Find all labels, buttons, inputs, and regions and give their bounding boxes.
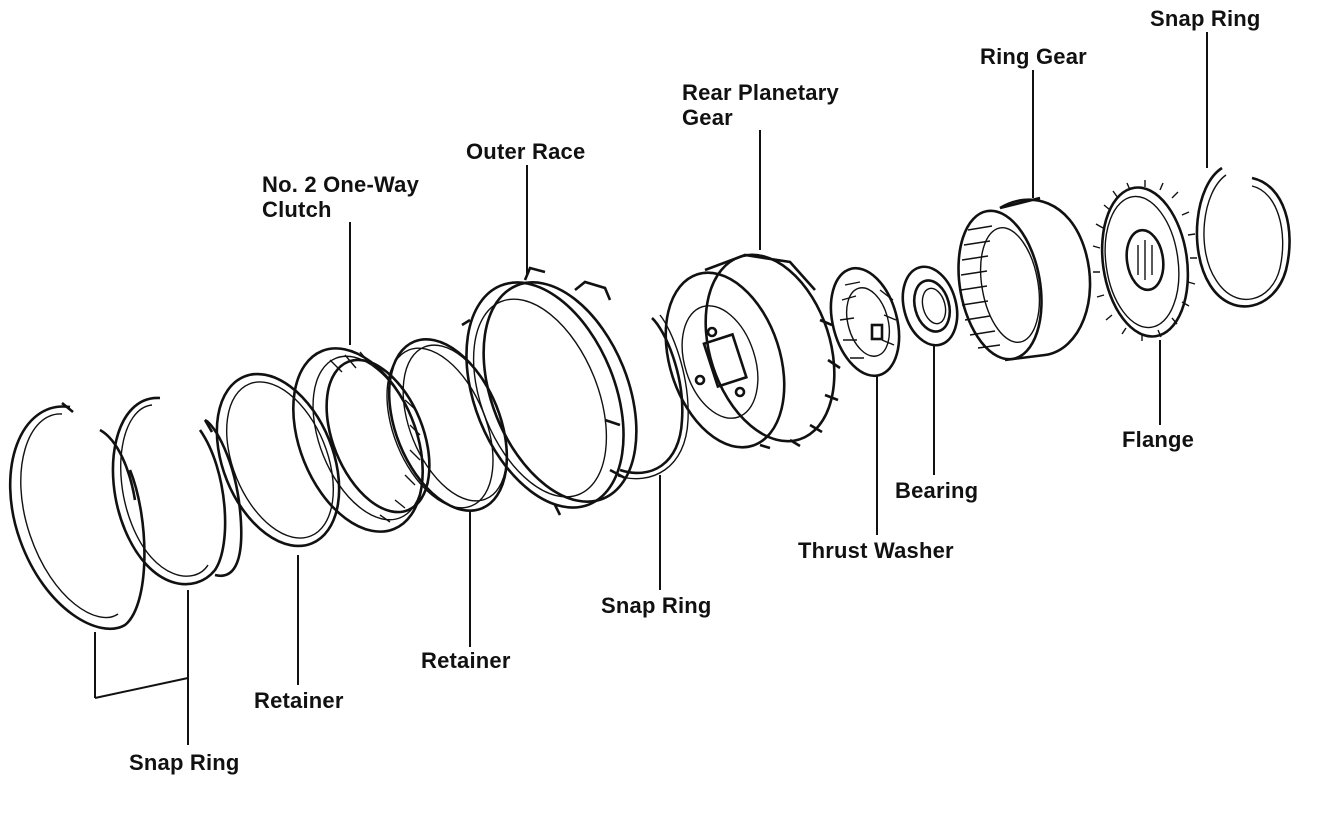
label-outer-race: Outer Race (466, 139, 586, 164)
snap-ring-middle-part (617, 314, 689, 480)
label-bearing: Bearing (895, 478, 979, 503)
label-rear-planetary-gear: Rear Planetary Gear (682, 80, 839, 130)
snap-ring-top-right-part (1195, 166, 1291, 308)
rear-planetary-gear-part (664, 253, 841, 450)
outer-race-part (461, 266, 638, 516)
flange-part (1092, 180, 1197, 341)
label-thrust-washer: Thrust Washer (798, 538, 954, 563)
label-snap-ring-top-right: Snap Ring (1150, 6, 1261, 31)
label-no2-one-way-clutch: No. 2 One-Way Clutch (262, 172, 420, 222)
leader-lines (94, 32, 1208, 745)
retainer-left-part (215, 372, 341, 548)
retainer-middle-part (386, 338, 509, 512)
thrust-washer-part (829, 266, 901, 378)
ring-gear-part (957, 196, 1092, 362)
snap-ring-large-left (8, 401, 146, 631)
label-retainer-middle: Retainer (421, 648, 511, 673)
label-ring-gear: Ring Gear (980, 44, 1087, 69)
snap-ring-left-2 (99, 396, 227, 586)
one-way-clutch-part (292, 347, 431, 533)
label-flange: Flange (1122, 427, 1195, 452)
bearing-part (901, 265, 959, 347)
label-snap-ring-middle: Snap Ring (601, 593, 712, 618)
label-snap-ring-bottom-left: Snap Ring (129, 750, 240, 775)
label-retainer-left: Retainer (254, 688, 344, 713)
